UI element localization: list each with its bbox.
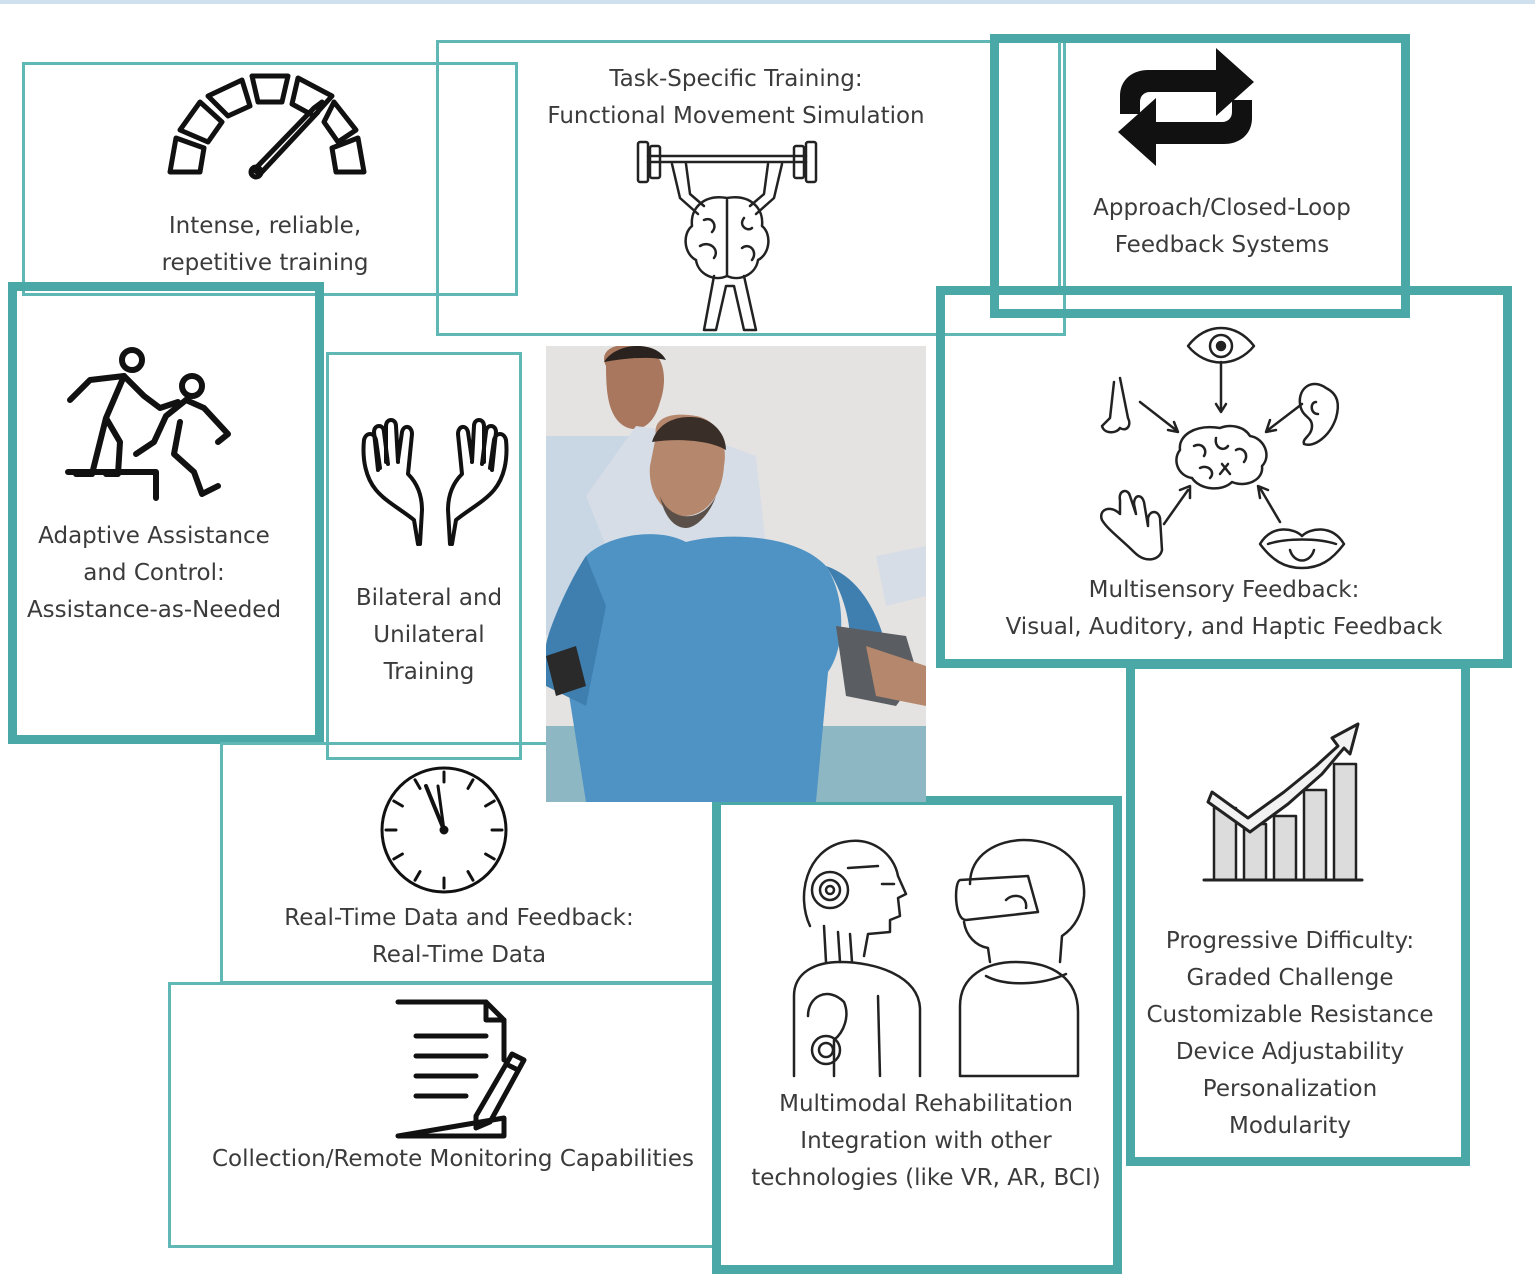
robot-vr-icon [792, 838, 1086, 1078]
open-hands-icon [361, 418, 509, 546]
bilateral-card-frame [326, 352, 522, 760]
senses-brain-icon [1099, 326, 1346, 570]
remote-monitoring-label: Collection/Remote Monitoring Capabilitie… [211, 1146, 695, 1172]
clock-icon [380, 766, 508, 894]
growth-chart-icon [1202, 722, 1364, 882]
task-specific-training-label: Task-Specific Training: Functional Movem… [547, 66, 925, 129]
adaptive-assistance-label: Adaptive Assistance and Control: Assista… [26, 523, 282, 623]
progressive-card-frame [1126, 660, 1470, 1166]
multimodal-rehabilitation-label: Multimodal Rehabilitation Integration wi… [751, 1091, 1101, 1191]
intense-card-frame [22, 62, 518, 296]
closed-loop-inner-line [1058, 42, 1061, 288]
helping-climb-icon [65, 347, 231, 501]
repeat-arrows-icon [1118, 48, 1254, 166]
realtime-data-label: Real-Time Data and Feedback: Real-Time D… [284, 905, 634, 968]
adaptive-card-frame [8, 282, 324, 744]
closed-loop-feedback-label: Approach/Closed-Loop Feedback Systems [1093, 195, 1351, 258]
closed-loop-card-frame [990, 34, 1410, 318]
intense-training-label: Intense, reliable, repetitive training [161, 213, 369, 276]
progressive-difficulty-label: Progressive Difficulty: Graded Challenge… [1146, 928, 1434, 1139]
document-pen-icon [395, 999, 527, 1139]
task-card-frame [436, 40, 1066, 336]
bilateral-training-label: Bilateral and Unilateral Training [355, 585, 503, 685]
photo-illustration [546, 346, 926, 802]
patient-rehab-photo [546, 346, 926, 802]
multisensory-feedback-label: Multisensory Feedback: Visual, Auditory,… [1005, 577, 1443, 640]
top-border [0, 0, 1535, 4]
brain-lifting-barbell-icon [636, 140, 818, 332]
speedometer-icon [167, 73, 367, 180]
